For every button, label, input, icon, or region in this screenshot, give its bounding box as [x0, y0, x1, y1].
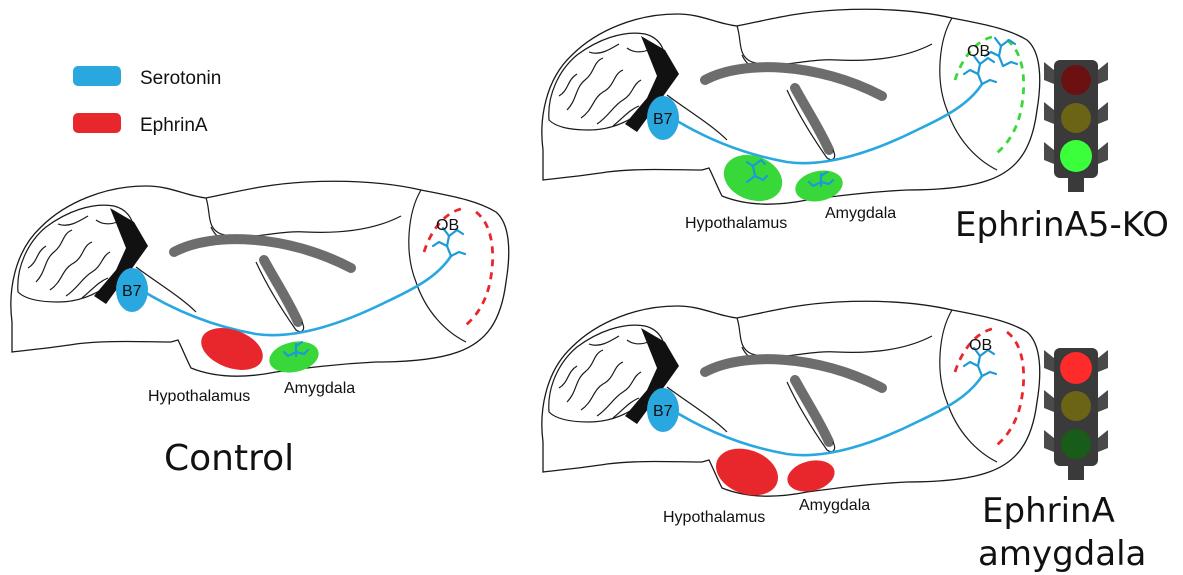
condition-label-control: Control [164, 438, 294, 479]
amygdala-label: Amygdala [284, 380, 355, 397]
legend: Serotonin EphrinA [73, 66, 221, 136]
hypothalamus-label: Hypothalamus [148, 388, 250, 405]
amygdala-label: Amygdala [799, 497, 870, 514]
condition-label-ephrina-line2: amygdala [978, 534, 1146, 574]
traffic-lamp-green [1061, 429, 1091, 459]
panel-ephrina5-ko: OB B7 Hypothalamus Amygdala [542, 9, 1040, 232]
b7-label: B7 [653, 403, 673, 420]
legend-swatch-serotonin [73, 66, 121, 86]
amygdala-label: Amygdala [825, 205, 896, 222]
ob-label: OB [967, 43, 990, 60]
traffic-light-green [1044, 60, 1108, 192]
condition-label-ephrina-line1: EphrinA [982, 491, 1115, 531]
panel-ephrina-amygdala: OB B7 Hypothalamus Amygdala [542, 301, 1040, 526]
b7-label: B7 [653, 111, 673, 128]
panel-control: OB B7 Hypothalamus Amygdala [11, 181, 509, 405]
condition-label-ephrina5-ko: EphrinA5-KO [955, 205, 1169, 245]
traffic-lamp-yellow [1061, 103, 1091, 133]
legend-label-ephrina: EphrinA [140, 115, 208, 136]
traffic-lamp-red [1061, 65, 1091, 95]
ob-label: OB [969, 337, 992, 354]
b7-label: B7 [122, 283, 142, 300]
brain-sketch [542, 301, 1040, 496]
traffic-lamp-green [1060, 140, 1092, 172]
legend-swatch-ephrina [73, 113, 121, 133]
traffic-lamp-yellow [1061, 391, 1091, 421]
traffic-lamp-red [1060, 352, 1092, 384]
hypothalamus-label: Hypothalamus [685, 215, 787, 232]
traffic-light-red [1044, 348, 1108, 480]
legend-label-serotonin: Serotonin [140, 68, 221, 89]
brain-sketch [542, 9, 1040, 204]
hypothalamus-label: Hypothalamus [663, 509, 765, 526]
ob-label: OB [436, 217, 459, 234]
